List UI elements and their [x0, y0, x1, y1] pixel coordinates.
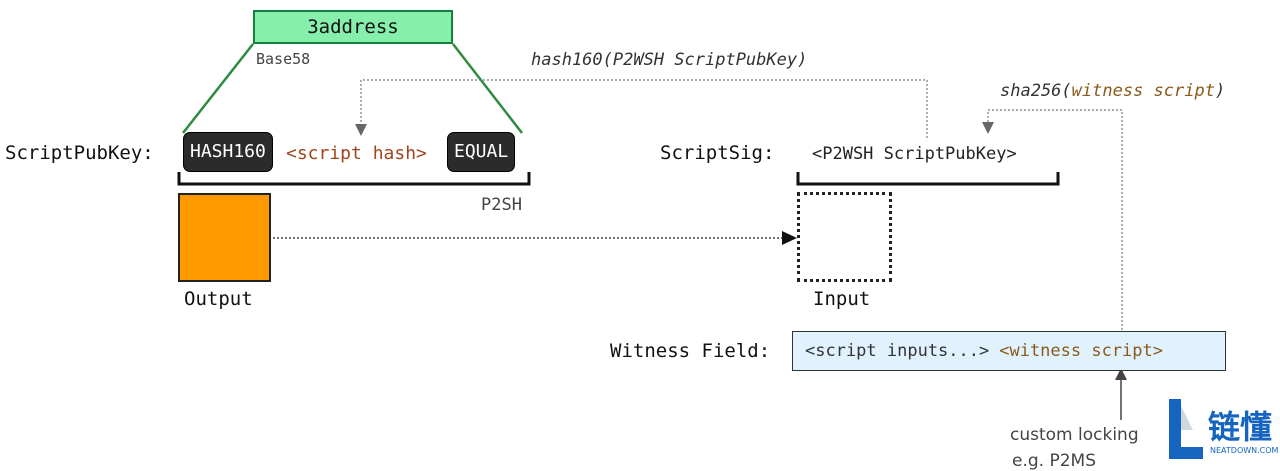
address-label: 3address — [307, 16, 399, 38]
address-encoding: Base58 — [256, 50, 311, 68]
hash160-opcode: HASH160 — [184, 133, 272, 171]
custom-locking-text: custom locking — [1010, 425, 1139, 445]
sha256-prefix: sha256( — [1000, 81, 1072, 101]
logo-subtext: NEATDOWN.COM — [1210, 446, 1279, 455]
custom-arrowhead — [1115, 368, 1127, 380]
input-label: Input — [813, 288, 871, 310]
scriptsig-label: ScriptSig: — [660, 142, 775, 164]
custom-locking-example: e.g. P2MS — [1012, 451, 1096, 471]
logo-text: 链懂 — [1208, 408, 1273, 446]
hash160-annotation: hash160(P2WSH ScriptPubKey) — [531, 50, 808, 70]
input-box — [797, 192, 892, 282]
sha256-arrowhead — [982, 122, 994, 134]
p2sh-label: P2SH — [481, 195, 522, 215]
sha256-suffix: ) — [1214, 81, 1226, 101]
sha256-annotation: sha256(witness script) — [1000, 81, 1225, 101]
output-box — [178, 193, 271, 282]
witness-script-inputs: <script inputs...> — [805, 341, 990, 361]
address-box: 3address — [253, 10, 453, 44]
address-link-left — [182, 43, 254, 134]
hash160-arrowhead — [355, 124, 367, 136]
spend-arrowhead — [782, 231, 797, 245]
logo-icon — [1169, 399, 1203, 459]
scriptsig-bracket — [796, 172, 1060, 186]
witness-script: <witness script> — [999, 341, 1163, 361]
hash160-arrow — [360, 79, 928, 138]
output-label: Output — [184, 288, 253, 310]
scriptsig-value: <P2WSH ScriptPubKey> — [812, 144, 1017, 164]
witness-label: Witness Field: — [610, 340, 771, 362]
witness-field-box: <script inputs...> <witness script> — [792, 331, 1226, 371]
script-hash: <script hash> — [286, 143, 427, 164]
address-link-right — [452, 43, 523, 134]
equal-opcode: EQUAL — [448, 133, 515, 171]
scriptpubkey-label: ScriptPubKey: — [5, 142, 154, 164]
scriptpubkey-bracket — [177, 172, 531, 186]
sha256-argument: witness script — [1071, 81, 1215, 101]
sha256-arrow — [987, 109, 1123, 330]
